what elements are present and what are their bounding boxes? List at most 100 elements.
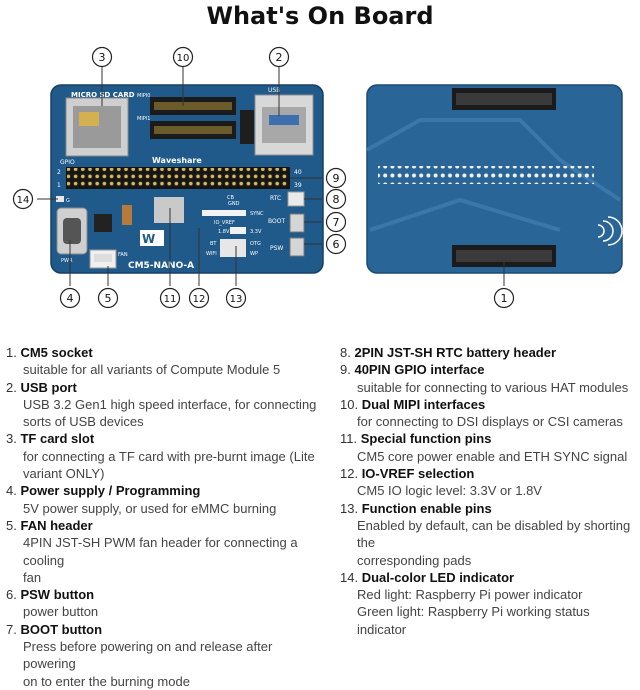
feature-heading: 1. CM5 socket — [6, 344, 324, 361]
callout-number: 11 — [164, 294, 177, 305]
feature-name: 40PIN GPIO interface — [354, 362, 485, 378]
feature-number: 6. — [6, 587, 21, 603]
feature-heading: 9. 40PIN GPIO interface — [340, 361, 638, 378]
feature-description: sorts of USB devices — [23, 414, 144, 430]
silk-gpio: GPIO — [60, 159, 75, 166]
callout-number: 8 — [333, 193, 340, 206]
feature-description: suitable for connecting to various HAT m… — [357, 379, 629, 395]
feature-description: corresponding pads — [357, 552, 472, 568]
feature-name: Special function pins — [360, 431, 492, 447]
board-back — [366, 84, 623, 274]
callout-number: 12 — [193, 294, 206, 305]
silk-pwr: PWR — [61, 258, 73, 264]
feature-item: 8. 2PIN JST-SH RTC battery header — [340, 344, 638, 361]
callout-number: 2 — [276, 51, 283, 64]
feature-heading: 5. FAN header — [6, 517, 324, 534]
feature-number: 12. — [340, 466, 362, 482]
silk-fan: FAN — [118, 252, 128, 258]
waveshare-logo: W — [140, 230, 164, 246]
boot-button — [289, 213, 305, 233]
feature-description: for connecting a TF card with pre-burnt … — [23, 448, 315, 464]
cm5-socket — [452, 88, 556, 267]
feature-description: USB 3.2 Gen1 high speed interface, for c… — [23, 396, 317, 412]
feature-heading: 4. Power supply / Programming — [6, 482, 324, 499]
feature-description: Press before powering on and release aft… — [23, 639, 273, 672]
feature-number: 9. — [340, 362, 355, 378]
silk-otg: OTG — [250, 241, 261, 247]
psw-button — [289, 237, 305, 257]
feature-description: for connecting to DSI displays or CSI ca… — [357, 414, 623, 430]
tf-card-slot — [65, 97, 129, 157]
callout-5: 5 — [97, 287, 119, 309]
leader-lines — [37, 67, 505, 286]
callout-number: 4 — [67, 292, 74, 305]
silk-micro-sd: MICRO SD CARD — [71, 91, 135, 99]
callout-number: 13 — [230, 294, 243, 305]
board-front: MICRO SD CARD MIPI0 MIPI1 USB GPIO Waves… — [50, 84, 324, 274]
callout-number: 3 — [99, 51, 106, 64]
callout-1: 1 — [493, 287, 515, 309]
capacitor — [122, 205, 132, 225]
callout-3: 3 — [91, 46, 113, 68]
feature-number: 8. — [340, 345, 355, 360]
silk-mipi1: MIPI1 — [137, 116, 150, 122]
feature-number: 11. — [340, 431, 361, 447]
svg-text:W: W — [142, 232, 155, 246]
silk-rtc: RTC — [270, 195, 281, 202]
feature-name: CM5 socket — [20, 345, 93, 360]
feature-description: CM5 IO logic level: 3.3V or 1.8V — [357, 483, 542, 499]
callout-number: 5 — [105, 292, 112, 305]
feature-name: FAN header — [20, 517, 93, 533]
feature-heading: 14. Dual-color LED indicator — [340, 569, 638, 586]
feature-name: PSW button — [20, 587, 95, 603]
feature-heading: 3. TF card slot — [6, 430, 324, 447]
feature-number: 4. — [6, 483, 21, 499]
feature-name: IO-VREF selection — [361, 466, 475, 482]
feature-number: 7. — [6, 621, 21, 637]
pad-sync — [202, 210, 246, 216]
feature-number: 14. — [340, 569, 362, 585]
usb-port — [254, 94, 314, 156]
silk-pin1: 1 — [57, 182, 61, 189]
silk-gnd: GND — [228, 201, 240, 207]
feature-name: 2PIN JST-SH RTC battery header — [354, 345, 557, 360]
callout-10: 10 — [172, 46, 194, 68]
feature-number: 2. — [6, 379, 21, 395]
silk-usb: USB — [268, 87, 280, 94]
feature-number: 5. — [6, 517, 21, 533]
callout-number: 1 — [501, 292, 508, 305]
feature-heading: 6. PSW button — [6, 586, 324, 603]
silk-iovref: IO_VREF — [214, 220, 235, 226]
silk-model: CM5-NANO-A — [128, 261, 194, 271]
silk-pin40: 40 — [294, 169, 302, 176]
silk-mipi0: MIPI0 — [137, 93, 150, 99]
feature-heading: 10. Dual MIPI interfaces — [340, 396, 638, 413]
feature-heading: 11. Special function pins — [340, 430, 638, 447]
gpio-solder-holes — [378, 166, 594, 184]
silk-bt: BT — [210, 241, 217, 247]
callout-2: 2 — [268, 46, 290, 68]
feature-heading: 12. IO-VREF selection — [340, 465, 638, 482]
feature-description: Green light: Raspberry Pi working status… — [357, 604, 590, 637]
feature-name: USB port — [20, 379, 77, 395]
callout-9: 9 — [325, 167, 347, 189]
silk-pin39: 39 — [294, 182, 302, 189]
chip — [94, 214, 112, 232]
special-pins — [154, 197, 184, 223]
feature-description: fan — [23, 569, 42, 585]
callout-number: 9 — [333, 172, 340, 185]
callout-number: 10 — [177, 53, 190, 64]
feature-number: 3. — [6, 431, 21, 447]
feature-description: on to enter the burning mode — [23, 673, 190, 689]
